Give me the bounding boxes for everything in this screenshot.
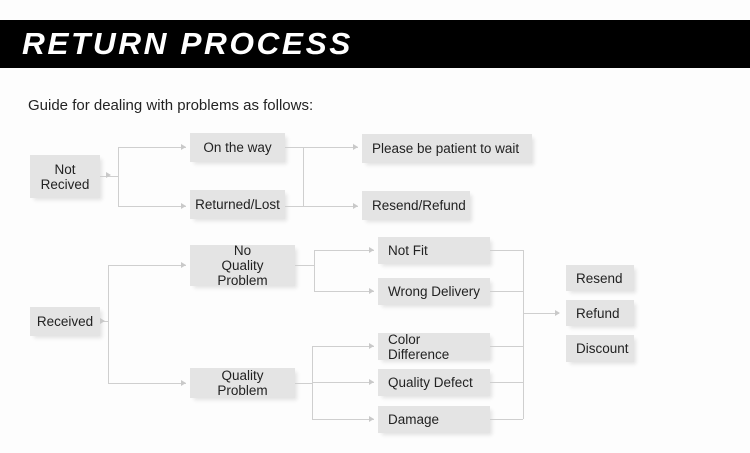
connector-to-not-fit [314,250,374,251]
node-no-quality-problem: No Quality Problem [190,243,295,288]
node-not-fit: Not Fit [378,237,490,264]
arrowhead-not-received-out [106,172,111,178]
connector-quality-problem-out [295,383,312,384]
arrowhead-please-wait [353,143,358,150]
node-returned-lost: Returned/Lost [190,190,285,219]
node-color-difference: Color Difference [378,332,490,362]
connector-bus-received [108,265,109,383]
node-received: Received [30,307,100,336]
node-resend-refund: Resend/Refund [362,191,470,220]
node-on-the-way: On the way [190,133,285,162]
arrowhead-wrong-delivery [369,287,374,294]
connector-no-quality-problem-out [295,265,314,266]
connector-not-fit-out [490,250,523,251]
connector-to-please-wait [303,147,358,148]
connector-quality-defect-out [490,382,523,383]
arrowhead-resend-refund [353,202,358,209]
connector-to-damage [312,419,374,420]
arrowhead-not-fit [369,246,374,253]
arrowhead-received-out [100,317,105,324]
arrowhead-quality-problem [181,379,186,386]
node-discount: Discount [566,335,634,362]
connector-to-on-the-way [118,147,186,148]
connector-to-resend-refund [303,206,358,207]
arrowhead-no-quality-problem [181,261,186,268]
node-refund: Refund [566,300,634,326]
subtitle-text: Guide for dealing with problems as follo… [28,97,314,114]
connector-to-returned-lost [118,206,186,207]
connector-to-outcomes [523,313,559,314]
node-wrong-delivery: Wrong Delivery [378,278,490,305]
connector-bus-no-quality-problem [314,250,315,291]
connector-wrong-delivery-out [490,291,523,292]
node-resend: Resend [566,265,634,291]
connector-damage-out [490,419,523,420]
page-title: RETURN PROCESS [22,26,353,61]
arrowhead-color-difference [369,342,374,349]
connector-to-quality-defect [312,382,374,383]
connector-bus-stage2-not-received [303,147,304,206]
arrowhead-damage [369,415,374,422]
connector-bus-outcomes [523,250,524,419]
connector-color-difference-out [490,346,523,347]
node-please-be-patient-to-wait: Please be patient to wait [362,134,532,163]
connector-on-the-way-out [285,147,303,148]
connector-to-color-difference [312,346,374,347]
connector-to-no-quality-problem [108,265,186,266]
node-quality-defect: Quality Defect [378,369,490,396]
connector-to-wrong-delivery [314,291,374,292]
arrowhead-quality-defect [369,378,374,385]
connector-returned-lost-out [285,206,303,207]
connector-bus-not-received [118,147,119,206]
node-quality-problem: Quality Problem [190,368,295,398]
arrowhead-returned-lost [181,202,186,209]
node-not-received: Not Recived [30,155,100,198]
arrowhead-on-the-way [181,143,186,150]
node-damage: Damage [378,406,490,433]
connector-to-quality-problem [108,383,186,384]
header-bar [0,20,750,68]
arrowhead-outcomes [555,309,560,316]
